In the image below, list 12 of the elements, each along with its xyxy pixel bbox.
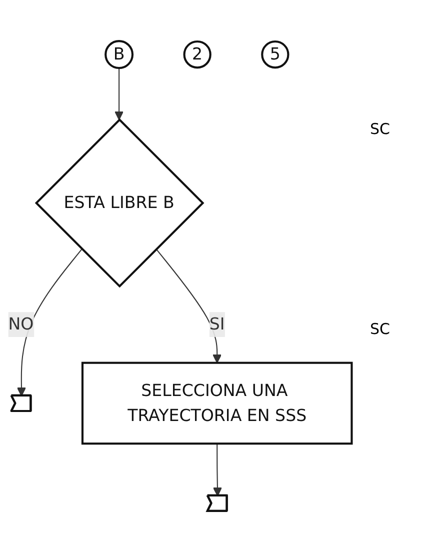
node-circle: 2: [183, 40, 212, 69]
edge-label: SI: [209, 314, 225, 334]
node-circle: B: [104, 40, 134, 70]
note-label: SC: [370, 120, 390, 138]
arrow: [156, 248, 222, 364]
note-label: SC: [370, 320, 390, 338]
node-box: SELECCIONA UNA TRAYECTORIA EN SSS: [81, 362, 353, 445]
node-circle: 5: [261, 40, 290, 69]
arrow: [114, 68, 124, 120]
edge-label: NO: [8, 314, 34, 334]
arrow: [212, 444, 222, 496]
node-diamond: ESTA LIBRE B: [34, 118, 204, 288]
